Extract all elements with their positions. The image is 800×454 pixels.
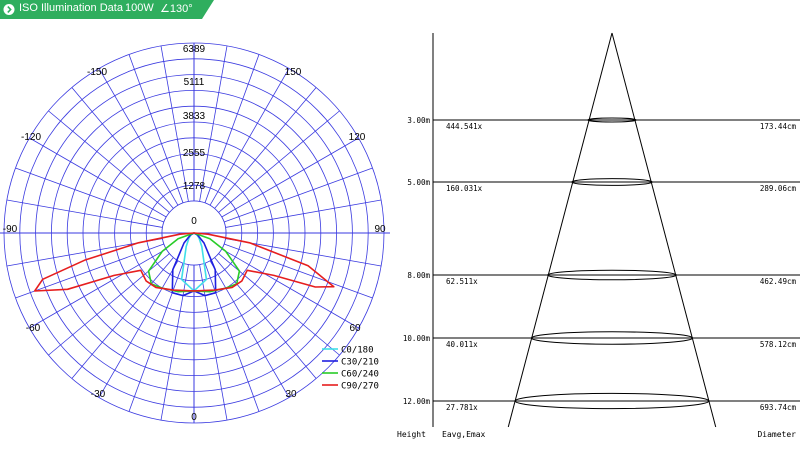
height-label: 3.00m: [407, 116, 430, 125]
angle-label: 150: [285, 67, 302, 78]
cone-row: 3.00m 444.541x 173.44cm: [407, 116, 800, 131]
cone-edge-left: [507, 32, 613, 428]
angle-label: 30: [285, 389, 297, 400]
grid-spoke: [98, 68, 179, 206]
grid-spoke: [223, 167, 373, 223]
polar-intensity-chart: 0 1278 2555 3833 5111 6389 0 30 60 90 120 150 -150 -1…: [0, 42, 390, 424]
grid-spoke: [204, 54, 260, 204]
banner-title: ISO Illumination Data: [19, 2, 123, 14]
angle-label: 120: [349, 132, 366, 143]
eavg-label: 160.031x: [446, 184, 483, 193]
eavg-label: 40.011x: [446, 340, 478, 349]
grid-spoke: [29, 137, 167, 218]
radial-tick-label: 0: [191, 216, 197, 227]
cone-ellipse: [547, 269, 677, 281]
grid-spoke: [29, 248, 167, 329]
diameter-label: 289.06cm: [760, 184, 797, 193]
legend-label: C30/210: [341, 358, 379, 368]
height-label: 5.00m: [407, 178, 430, 187]
diameter-label: 462.49cm: [760, 277, 797, 286]
grid-spoke: [199, 45, 228, 202]
grid-spoke: [160, 45, 189, 202]
banner-power: 100W: [125, 2, 154, 14]
angle-label: 60: [349, 323, 361, 334]
series-curve-C90-270: [33, 232, 335, 292]
grid-spoke: [214, 257, 317, 379]
grid-spoke: [221, 248, 359, 329]
grid-spoke: [128, 54, 184, 204]
angle-label: -120: [21, 132, 41, 143]
grid-spoke: [6, 199, 163, 228]
polar-curves: [33, 232, 335, 297]
height-label: 12.00m: [403, 397, 431, 406]
grid-spoke: [225, 199, 382, 228]
banner-background: [0, 0, 214, 19]
grid-spoke: [209, 260, 290, 398]
legend-label: C90/270: [341, 382, 379, 392]
cone-row: 5.00m 160.031x 289.06cm: [407, 178, 800, 193]
radial-tick-label: 3833: [183, 111, 206, 122]
angle-label: 0: [191, 412, 197, 423]
diameter-label: 173.44cm: [760, 122, 797, 131]
eavg-label: 62.511x: [446, 277, 478, 286]
angle-label: -90: [3, 224, 18, 235]
cone-ellipse: [514, 392, 710, 410]
radial-max-label: 6389: [183, 44, 206, 55]
chevron-right-circle-icon: [3, 4, 15, 15]
angle-label: -150: [87, 67, 107, 78]
radial-tick-label: 2555: [183, 148, 206, 159]
legend-label: C0/180: [341, 346, 374, 356]
cone-ellipse: [571, 178, 653, 186]
cone-ellipse: [587, 117, 637, 123]
grid-spoke: [209, 68, 290, 206]
grid-spoke: [71, 257, 174, 379]
grid-spoke: [214, 87, 317, 209]
cone-row: 10.00m 40.011x 578.12cm: [403, 331, 800, 349]
grid-spoke: [128, 262, 184, 412]
height-label: 8.00m: [407, 271, 430, 280]
angle-label: 90: [374, 224, 386, 235]
grid-spoke: [204, 262, 260, 412]
grid-spoke: [48, 110, 170, 213]
cone-row: 12.00m 27.781x 693.74cm: [403, 392, 800, 412]
height-label: 10.00m: [403, 334, 431, 343]
legend-label: C60/240: [341, 370, 379, 380]
cone-edge-right: [611, 32, 717, 428]
banner-beam-angle: ∠130°: [160, 3, 193, 15]
diameter-label: 693.74cm: [760, 403, 797, 412]
radial-tick-label: 5111: [184, 77, 205, 88]
eavg-label: 27.781x: [446, 403, 478, 412]
title-banner: ISO Illumination Data 100W ∠130°: [0, 0, 214, 19]
grid-spoke: [15, 243, 165, 299]
radial-tick-label: 1278: [183, 181, 206, 192]
grid-spoke: [71, 87, 174, 209]
grid-spoke: [221, 137, 359, 218]
grid-spoke: [15, 167, 165, 223]
footer-eavg-label: Eavg,Emax: [442, 430, 486, 439]
grid-spoke: [98, 260, 179, 398]
cone-row: 8.00m 62.511x 462.49cm: [407, 269, 800, 286]
angle-label: -60: [26, 323, 41, 334]
footer-height-label: Height: [397, 430, 426, 439]
angle-label: -30: [91, 389, 106, 400]
eavg-label: 444.541x: [446, 122, 483, 131]
polar-grid: [0, 42, 390, 424]
footer-diameter-label: Diameter: [757, 430, 796, 439]
diameter-label: 578.12cm: [760, 340, 797, 349]
grid-spoke: [218, 110, 340, 213]
grid-spoke: [223, 243, 373, 299]
cone-ellipse: [530, 331, 694, 345]
